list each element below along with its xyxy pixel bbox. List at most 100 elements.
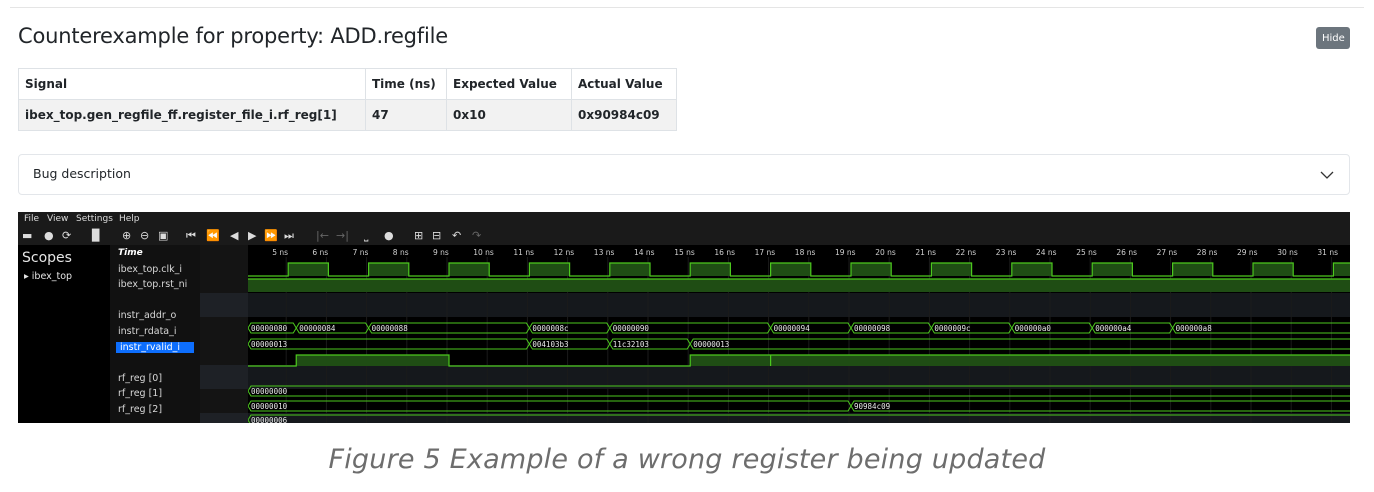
rf-reg1-segment	[850, 400, 1350, 412]
row-band	[200, 413, 248, 423]
signal-rf-reg-0[interactable]: rf_reg [0]	[118, 373, 163, 384]
table-row: ibex_top.gen_regfile_ff.register_file_i.…	[18, 99, 677, 131]
step-back-fast-icon[interactable]: ⏪	[206, 229, 220, 242]
clk-high-fill	[1333, 263, 1350, 276]
rf-reg2-value-label: 00000006	[251, 416, 288, 423]
signal-instr-rvalid-i[interactable]: instr_rvalid_i	[116, 342, 194, 353]
zoom-out-icon[interactable]: ⊖	[140, 229, 150, 242]
clock-icon[interactable]: ●	[384, 229, 394, 242]
time-tick-label: 19 ns	[835, 248, 856, 257]
signal-rf-reg-1[interactable]: rf_reg [1]	[118, 388, 163, 399]
go-start-icon[interactable]: ⏮	[186, 229, 196, 242]
signal-rst-ni[interactable]: ibex_top.rst_ni	[118, 279, 188, 290]
step-forward-icon[interactable]: ▶	[248, 229, 257, 242]
go-end-icon[interactable]: ⏭	[284, 229, 294, 242]
rf-reg1-value-label: 90984c09	[854, 402, 890, 411]
time-tick-label: 5 ns	[272, 248, 288, 257]
instr-addr-value-label: 00000090	[613, 324, 650, 333]
rst-high-fill	[248, 279, 1350, 292]
menu-help[interactable]: Help	[119, 214, 140, 224]
row-band	[248, 293, 1350, 317]
rf-reg1-segment	[248, 400, 852, 412]
add-icon[interactable]: ⊞	[414, 229, 424, 242]
signal-instr-addr-o[interactable]: instr_addr_o	[118, 310, 177, 321]
redo-icon[interactable]: ↷	[472, 229, 482, 242]
rf-reg1-value-label: 00000010	[251, 402, 288, 411]
next-edge-icon[interactable]: →|	[336, 229, 349, 242]
instr-addr-segment	[1172, 322, 1350, 334]
scope-item-ibex-top[interactable]: ▸ ibex_top	[24, 271, 73, 282]
clk-high-fill	[1253, 263, 1294, 276]
time-tick-label: 24 ns	[1036, 248, 1057, 257]
step-forward-fast-icon[interactable]: ⏩	[264, 229, 278, 242]
menu-file[interactable]: File	[24, 214, 40, 224]
figure-caption: Figure 5 Example of a wrong register bei…	[328, 444, 1046, 475]
cloud-download-icon[interactable]: ●	[44, 229, 54, 242]
col-header-expected: Expected Value	[446, 68, 572, 100]
row-band	[200, 365, 248, 389]
instr-addr-value-label: 00000094	[774, 324, 811, 333]
time-header: Time	[118, 248, 143, 258]
time-tick-label: 21 ns	[915, 248, 936, 257]
menu-view[interactable]: View	[47, 214, 69, 224]
cell-time: 47	[365, 99, 447, 131]
time-tick-label: 23 ns	[996, 248, 1017, 257]
rf-reg0-value-label: 00000000	[251, 387, 288, 396]
time-tick-label: 7 ns	[353, 248, 369, 257]
col-header-actual: Actual Value	[571, 68, 677, 100]
step-back-icon[interactable]: ◀	[230, 229, 239, 242]
clk-high-fill	[449, 263, 490, 276]
instr-addr-value-label: 000000a0	[1015, 324, 1052, 333]
cell-expected: 0x10	[446, 99, 572, 131]
clk-high-fill	[690, 263, 731, 276]
instr-addr-value-label: 00000084	[299, 324, 336, 333]
scopes-title: Scopes	[22, 250, 72, 266]
instr-addr-value-label: 000000a8	[1176, 324, 1213, 333]
instr-addr-value-label: 00000098	[854, 324, 891, 333]
col-header-time: Time (ns)	[365, 68, 447, 100]
row-band	[248, 365, 1350, 389]
zoom-fit-icon[interactable]: ▣	[158, 229, 169, 242]
signal-rf-reg-2[interactable]: rf_reg [2]	[118, 404, 163, 415]
instr-rdata-value-label: 004103b3	[532, 340, 568, 349]
clk-high-fill	[931, 263, 972, 276]
signal-values-panel	[200, 245, 248, 423]
clk-high-fill	[1172, 263, 1213, 276]
copy-icon[interactable]: ▉	[92, 229, 101, 242]
clk-high-fill	[609, 263, 650, 276]
hide-button[interactable]: Hide	[1316, 27, 1350, 49]
time-tick-label: 8 ns	[393, 248, 409, 257]
marker-icon[interactable]: ⎵	[364, 229, 369, 242]
reload-icon[interactable]: ⟳	[62, 229, 72, 242]
time-tick-label: 22 ns	[956, 248, 977, 257]
instr-rdata-value-label: 00000013	[251, 340, 287, 349]
remove-icon[interactable]: ⊟	[432, 229, 442, 242]
rvalid-high-fill	[690, 355, 1350, 366]
menu-settings[interactable]: Settings	[76, 214, 113, 224]
time-tick-label: 25 ns	[1076, 248, 1097, 257]
cell-actual: 0x90984c09	[571, 99, 677, 131]
undo-icon[interactable]: ↶	[452, 229, 462, 242]
time-tick-label: 29 ns	[1237, 248, 1258, 257]
counterexample-title: Counterexample for property: ADD.regfile	[18, 24, 448, 48]
waveform-viewer: File View Settings Help ▬ ● ⟳ ▉ ⊕ ⊖ ▣ ⏮ …	[18, 212, 1350, 423]
cell-signal: ibex_top.gen_regfile_ff.register_file_i.…	[18, 99, 366, 131]
time-tick-label: 10 ns	[473, 248, 494, 257]
clk-high-fill	[529, 263, 570, 276]
chevron-down-icon[interactable]	[1319, 167, 1335, 183]
rvalid-waveform	[248, 354, 1350, 367]
time-tick-label: 20 ns	[875, 248, 896, 257]
bug-description-accordion[interactable]: Bug description	[18, 154, 1350, 195]
signal-instr-rdata-i[interactable]: instr_rdata_i	[118, 326, 177, 337]
time-tick-label: 31 ns	[1317, 248, 1338, 257]
folder-open-icon[interactable]: ▬	[22, 229, 33, 242]
signal-names-panel	[110, 245, 200, 423]
time-tick-label: 13 ns	[594, 248, 615, 257]
zoom-in-icon[interactable]: ⊕	[122, 229, 132, 242]
signal-clk-i[interactable]: ibex_top.clk_i	[118, 264, 183, 275]
top-divider	[10, 7, 1364, 8]
prev-edge-icon[interactable]: |←	[316, 229, 329, 242]
time-tick-label: 18 ns	[795, 248, 816, 257]
viewer-toolbar: ▬ ● ⟳ ▉ ⊕ ⊖ ▣ ⏮ ⏪ ◀ ▶ ⏩ ⏭ |← →| ⎵ ● ⊞ ⊟ …	[18, 227, 1350, 245]
